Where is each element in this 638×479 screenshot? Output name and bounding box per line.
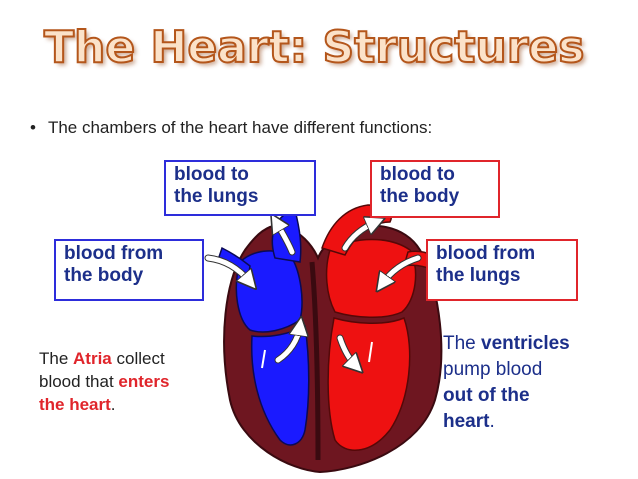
enters-term: enters — [118, 372, 170, 391]
atria-term: Atria — [73, 349, 112, 368]
label-line: the body — [380, 186, 460, 207]
the-heart-term: the heart — [39, 395, 111, 414]
text-fragment: The — [39, 349, 69, 368]
text-fragment: The — [443, 333, 476, 354]
text-fragment: blood that — [39, 372, 114, 391]
bullet-text: The chambers of the heart have different… — [47, 118, 433, 137]
slide-title: The Heart: Structures — [43, 21, 585, 74]
text-fragment: pump blood — [443, 359, 543, 380]
label-line: the lungs — [174, 186, 259, 207]
ventricles-term: ventricles — [481, 333, 570, 354]
bullet-point: • The chambers of the heart have differen… — [30, 118, 432, 138]
text-fragment: . — [110, 395, 116, 414]
label-line: blood to — [380, 164, 455, 185]
label-blood-to-lungs: blood to the lungs — [164, 160, 316, 216]
label-blood-from-body: blood from the body — [54, 239, 204, 301]
label-blood-from-lungs: blood from the lungs — [426, 239, 578, 301]
out-of-the-term: out of the — [443, 385, 530, 406]
label-line: the body — [64, 265, 144, 286]
septum — [309, 261, 321, 461]
atria-description: The Atria collect blood that enters the … — [39, 347, 219, 416]
label-line: blood from — [64, 243, 164, 264]
label-line: blood to — [174, 164, 249, 185]
heart-term: heart — [443, 411, 490, 432]
text-fragment: collect — [116, 349, 165, 368]
label-blood-to-body: blood to the body — [370, 160, 500, 218]
flow-arrows — [204, 222, 422, 366]
ventricles-description: The ventricles pump blood out of the hea… — [443, 331, 618, 435]
label-line: the lungs — [436, 265, 521, 286]
text-fragment: . — [489, 411, 495, 432]
left-atrium — [325, 238, 417, 319]
label-line: blood from — [436, 243, 536, 264]
bullet-dot-icon: • — [30, 118, 36, 137]
